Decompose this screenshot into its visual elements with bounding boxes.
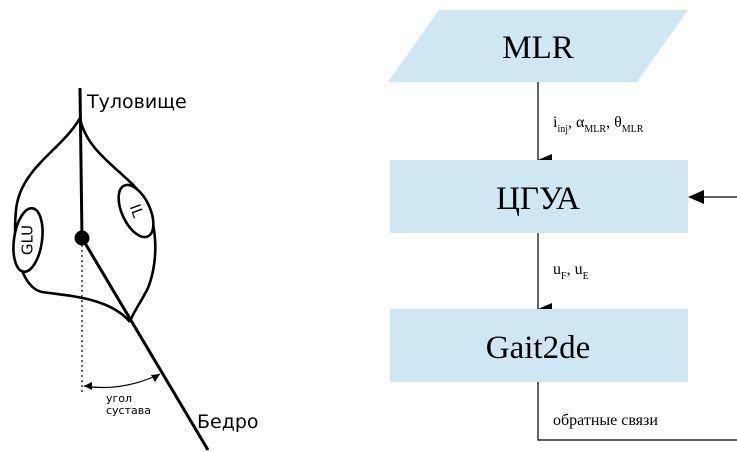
gait2de-block-label: Gait2de — [486, 330, 590, 366]
feedback-loop-line — [537, 382, 737, 441]
control-flowchart: MLR iinj, αMLR, θMLR ЦГУА uF, uE Gait2de… — [388, 10, 737, 441]
mlr-block — [388, 10, 688, 82]
glu-label: GLU — [19, 225, 37, 255]
joint-angle-arc — [83, 373, 161, 389]
mlr-block-label: MLR — [502, 30, 574, 66]
joint-angle-arrow-right — [151, 374, 160, 382]
signal-motor-outputs: uF, uE — [553, 261, 589, 282]
joint-angle-label-line2: сустава — [106, 404, 151, 417]
joint-angle-arrow-left — [84, 382, 92, 390]
hip-joint-schematic: GLU IL угол сустава Туловище Бедро — [12, 87, 259, 451]
il-muscle: IL — [117, 183, 155, 239]
cgua-block — [390, 160, 688, 233]
trunk-label: Туловище — [86, 91, 187, 113]
thigh-line — [80, 237, 210, 451]
thigh-label: Бедро — [197, 411, 259, 433]
joint-angle-label-line1: угол — [106, 392, 132, 405]
hip-joint-dot — [74, 230, 90, 246]
signal-mlr-params: iinj, αMLR, θMLR — [553, 114, 644, 135]
feedback-label: обратные связи — [553, 412, 658, 429]
feedback-arrowhead — [688, 190, 704, 204]
cgua-block-label: ЦГУА — [496, 181, 580, 217]
trunk-line — [78, 87, 84, 239]
glu-muscle: GLU — [12, 206, 44, 274]
gait2de-block — [390, 309, 688, 382]
